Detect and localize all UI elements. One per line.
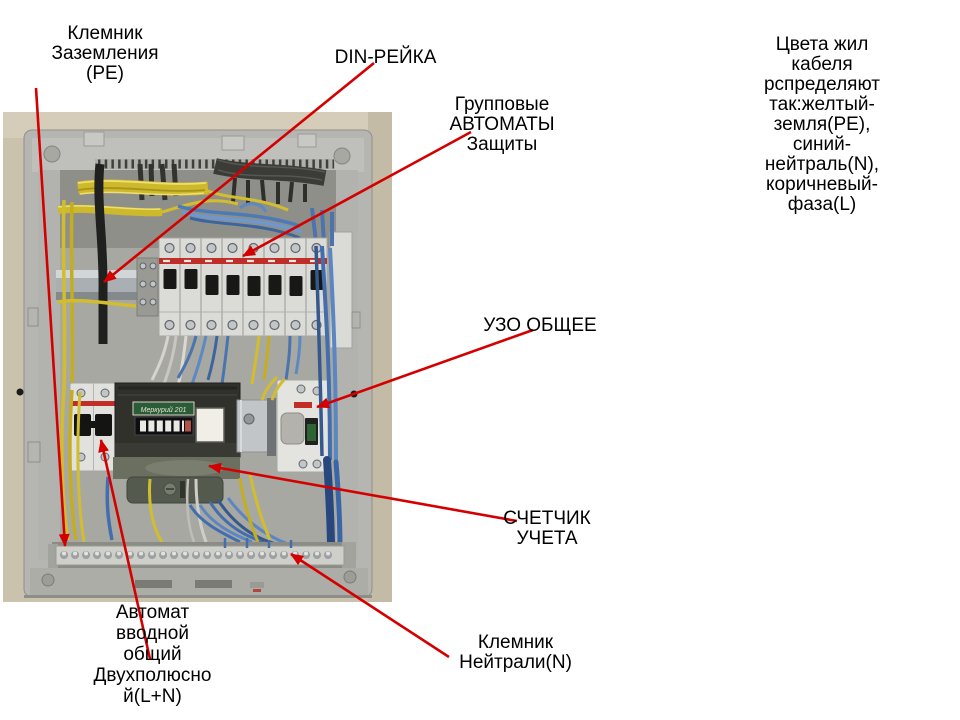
frame-screw: [350, 390, 358, 398]
label-cable-colors: Цвета жил кабеля рспределяют так:желтый-…: [763, 34, 880, 215]
electrical-panel-photo: Меркурий 201: [0, 112, 392, 602]
meter-din-bracket: [236, 398, 276, 456]
label-neutral-terminal: Клемник Нейтрали(N): [459, 632, 572, 673]
group-breaker-row: [158, 237, 328, 337]
label-group-breakers: Групповые АВТОМАТЫ Защиты: [449, 94, 555, 155]
label-main-breaker: Автомат вводной общий Двухполюсно й(L+N): [93, 602, 212, 707]
label-pe-terminal: Клемник Заземления (PE): [51, 23, 159, 84]
energy-meter: Меркурий 201: [113, 382, 241, 504]
meter-nameplate: [195, 407, 225, 443]
terminal-strip: [48, 538, 356, 570]
small-terminal-block: [136, 257, 159, 317]
enclosure-bottom: [24, 568, 372, 598]
label-meter: СЧЕТЧИК УЧЕТА: [503, 508, 591, 549]
meter-brand-text: Меркурий 201: [141, 406, 187, 414]
label-din-rail: DIN-РЕЙКА: [334, 47, 437, 68]
label-rcd: УЗО ОБЩЕЕ: [483, 315, 597, 336]
meter-brand-plate: [132, 401, 195, 416]
frame-screw: [16, 388, 24, 396]
breaker-output-wires: [150, 335, 302, 387]
black-input-cable: [94, 163, 108, 344]
